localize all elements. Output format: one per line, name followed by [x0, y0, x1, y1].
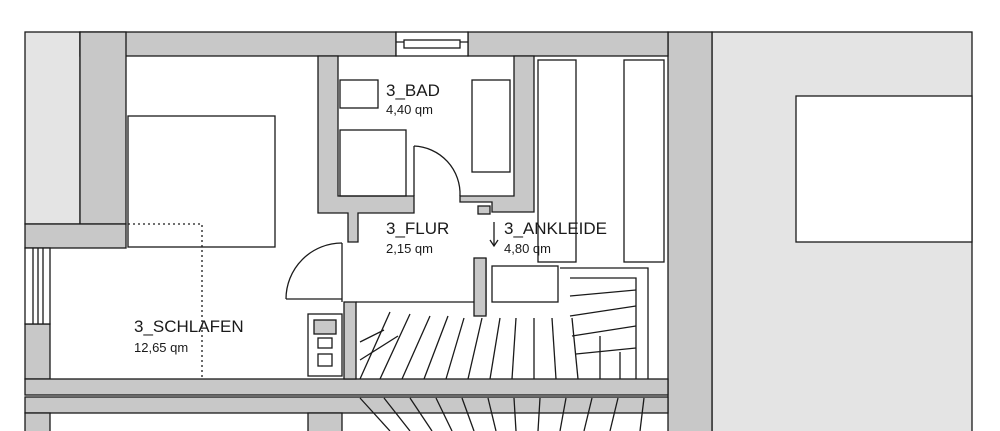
room-area-schlafen: 12,65 qm [134, 340, 188, 355]
bad-wall [317, 55, 415, 243]
room-area-ankleide: 4,80 qm [504, 241, 551, 256]
top-wall-left [79, 31, 397, 57]
left-exterior-strip [24, 31, 81, 225]
ankleide-shelf [491, 265, 559, 303]
bathtub [339, 79, 379, 109]
chimney-flue-3 [317, 353, 333, 367]
ankleide-jamb [477, 205, 491, 215]
flur-door-arc [285, 242, 343, 300]
neighbor-inner-block [795, 95, 973, 243]
top-wall-right [467, 31, 669, 57]
floor-slab-2 [24, 396, 669, 414]
stair-wall [560, 267, 649, 379]
floor-slab-1 [24, 378, 669, 396]
left-wall-bottom [24, 323, 51, 380]
flur-stair-wall [343, 301, 357, 380]
bed [127, 115, 276, 248]
room-area-flur: 2,15 qm [386, 241, 433, 256]
room-name-bad: 3_BAD [386, 81, 440, 100]
room-area-bad: 4,40 qm [386, 102, 433, 117]
stair-treads [359, 289, 645, 431]
left-wall-upper [79, 31, 127, 225]
stair-inner-rail [570, 277, 637, 379]
chimney-shaft-lower [307, 412, 343, 431]
wardrobe-1 [537, 59, 577, 263]
room-name-flur: 3_FLUR [386, 219, 449, 238]
shower [471, 79, 511, 173]
bed-dotted-outline [128, 223, 203, 378]
room-name-ankleide: 3_ANKLEIDE [504, 219, 607, 238]
wardrobe-2 [623, 59, 665, 263]
entry-arrow-head [489, 239, 499, 248]
room-name-schlafen: 3_SCHLAFEN [134, 317, 244, 336]
chimney-flue-2 [317, 337, 333, 349]
top-window-sill [403, 39, 461, 49]
washbasin [339, 129, 407, 197]
chimney-flue-1 [313, 319, 337, 335]
bad-door-arc [413, 145, 461, 197]
left-wall-lower [24, 223, 127, 249]
right-party-wall [667, 31, 713, 431]
bad-right-wall [459, 55, 535, 213]
lower-left-wall [24, 412, 51, 431]
ankleide-door-post [473, 257, 487, 317]
